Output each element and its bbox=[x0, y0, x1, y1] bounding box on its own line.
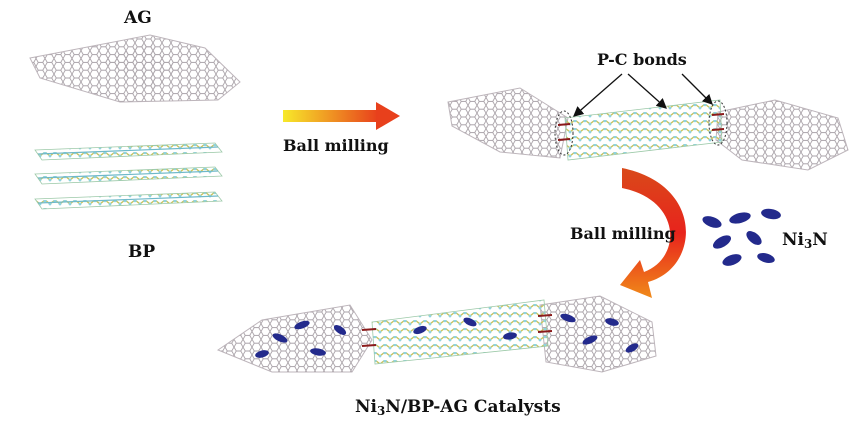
ball-milling-label-1: Ball milling bbox=[283, 136, 389, 155]
pc-bonds-label: P-C bonds bbox=[597, 50, 687, 69]
bp-ag-hybrid bbox=[447, 87, 849, 171]
ag-graphene-sheet bbox=[29, 34, 241, 103]
ni3n-bp-ag-catalyst bbox=[216, 295, 657, 373]
ni3n-particles bbox=[702, 208, 781, 266]
pc-bond-pointers bbox=[573, 73, 713, 117]
bp-layers bbox=[34, 142, 223, 210]
ball-milling-label-2: Ball milling bbox=[570, 224, 676, 243]
ni3n-label: Ni3N bbox=[782, 230, 828, 251]
ball-milling-curved-arrow bbox=[620, 168, 686, 298]
catalyst-label: Ni3N/BP-AG Catalysts bbox=[355, 397, 561, 418]
bp-label: BP bbox=[128, 242, 156, 262]
ball-milling-arrow bbox=[283, 102, 400, 130]
ag-label: AG bbox=[124, 8, 152, 28]
